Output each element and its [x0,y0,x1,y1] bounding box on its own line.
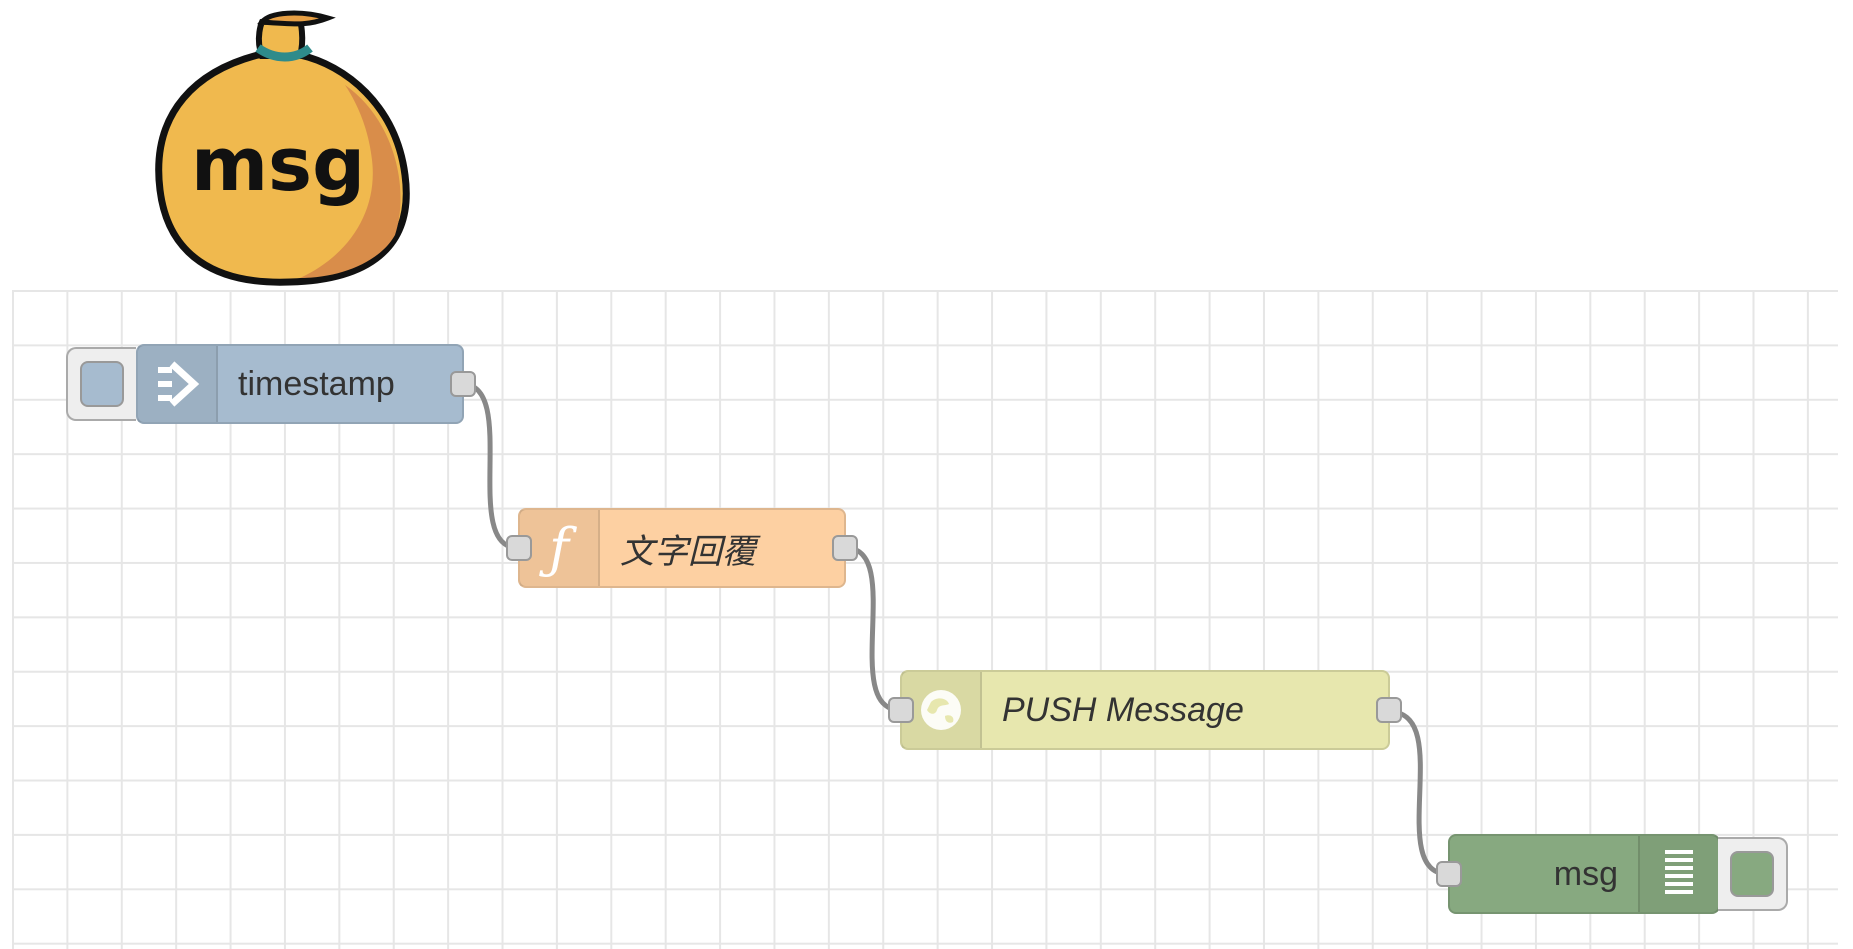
debug-node-label: msg [1553,854,1618,893]
inject-trigger-button[interactable] [66,347,136,421]
logo-text: msg [191,122,365,208]
msg-bag-logo: msg [155,10,410,286]
http-node-label: PUSH Message [1002,690,1244,729]
globe-icon [902,672,982,748]
debug-input-port[interactable] [1436,861,1462,887]
inject-output-port[interactable] [450,371,476,397]
inject-node-label: timestamp [238,364,395,403]
debug-toggle-inner[interactable] [1730,851,1774,897]
inject-node[interactable]: timestamp [136,344,476,424]
function-input-port[interactable] [506,535,532,561]
arrow-in-icon [138,346,218,422]
inject-trigger-inner[interactable] [80,361,124,407]
function-icon: ƒ [520,510,600,586]
debug-toggle-button[interactable] [1718,837,1788,911]
function-output-port[interactable] [832,535,858,561]
http-input-port[interactable] [888,697,914,723]
debug-list-icon [1638,836,1718,912]
function-node-label: 文字回覆 [620,531,756,572]
http-output-port[interactable] [1376,697,1402,723]
function-node[interactable]: ƒ 文字回覆 [506,508,858,588]
debug-node[interactable]: msg [1436,834,1720,914]
http-request-node[interactable]: PUSH Message [888,670,1402,750]
